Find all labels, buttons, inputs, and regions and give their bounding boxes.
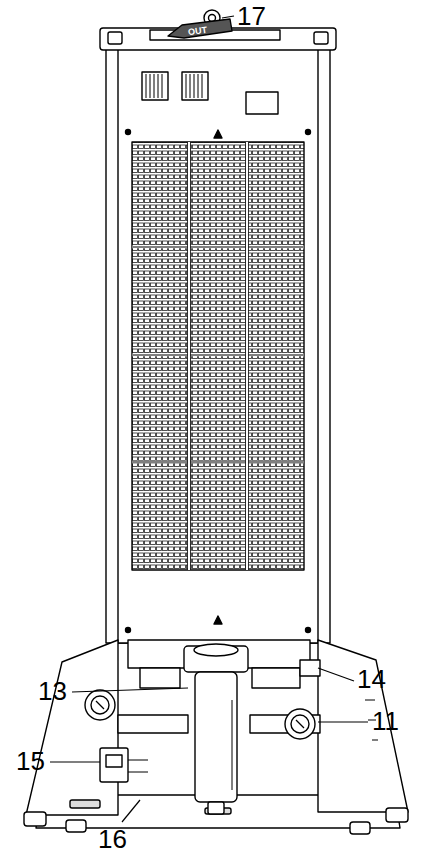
callout-number: 11 — [372, 706, 399, 736]
callout-number: 15 — [16, 746, 45, 776]
callout-number: 13 — [38, 676, 67, 706]
callout-number: 16 — [98, 824, 127, 854]
callout-number: 14 — [357, 664, 386, 694]
callout-number: 17 — [237, 1, 266, 31]
